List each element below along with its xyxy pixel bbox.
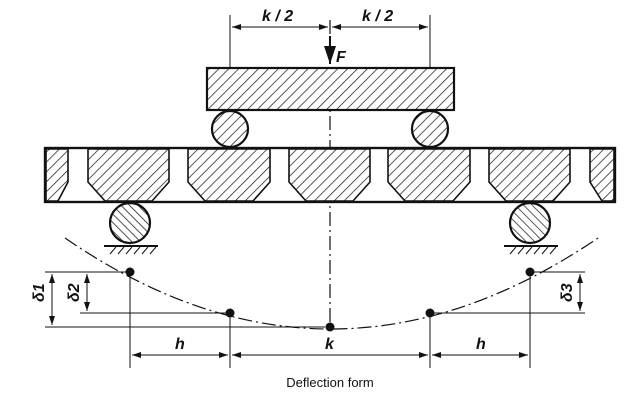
measurement-points [125,267,535,332]
h-right-label: h [476,336,486,353]
delta2-label: δ2 [66,283,83,302]
half-span-right-label: k / 2 [362,8,393,25]
caption: Deflection form [286,375,373,390]
k-label: k [325,336,335,353]
delta1-label: δ1 [31,283,48,302]
upper-roller-left [210,109,250,149]
deflection-curve [64,237,599,330]
support-left [104,201,158,255]
force-label: F [336,49,347,66]
h-left-label: h [175,336,185,353]
delta-dimensions: δ1 δ2 δ3 [31,274,583,325]
support-right [504,201,558,255]
extension-lines [45,271,585,368]
loading-block [205,66,456,112]
beam-section [43,146,617,204]
delta3-label: δ3 [559,283,576,302]
bottom-dimensions: h k h [132,336,528,358]
half-span-left-label: k / 2 [262,8,293,25]
top-dimension: k / 2 k / 2 [229,8,431,112]
force-arrow: F [324,36,347,66]
upper-roller-right [410,109,450,149]
